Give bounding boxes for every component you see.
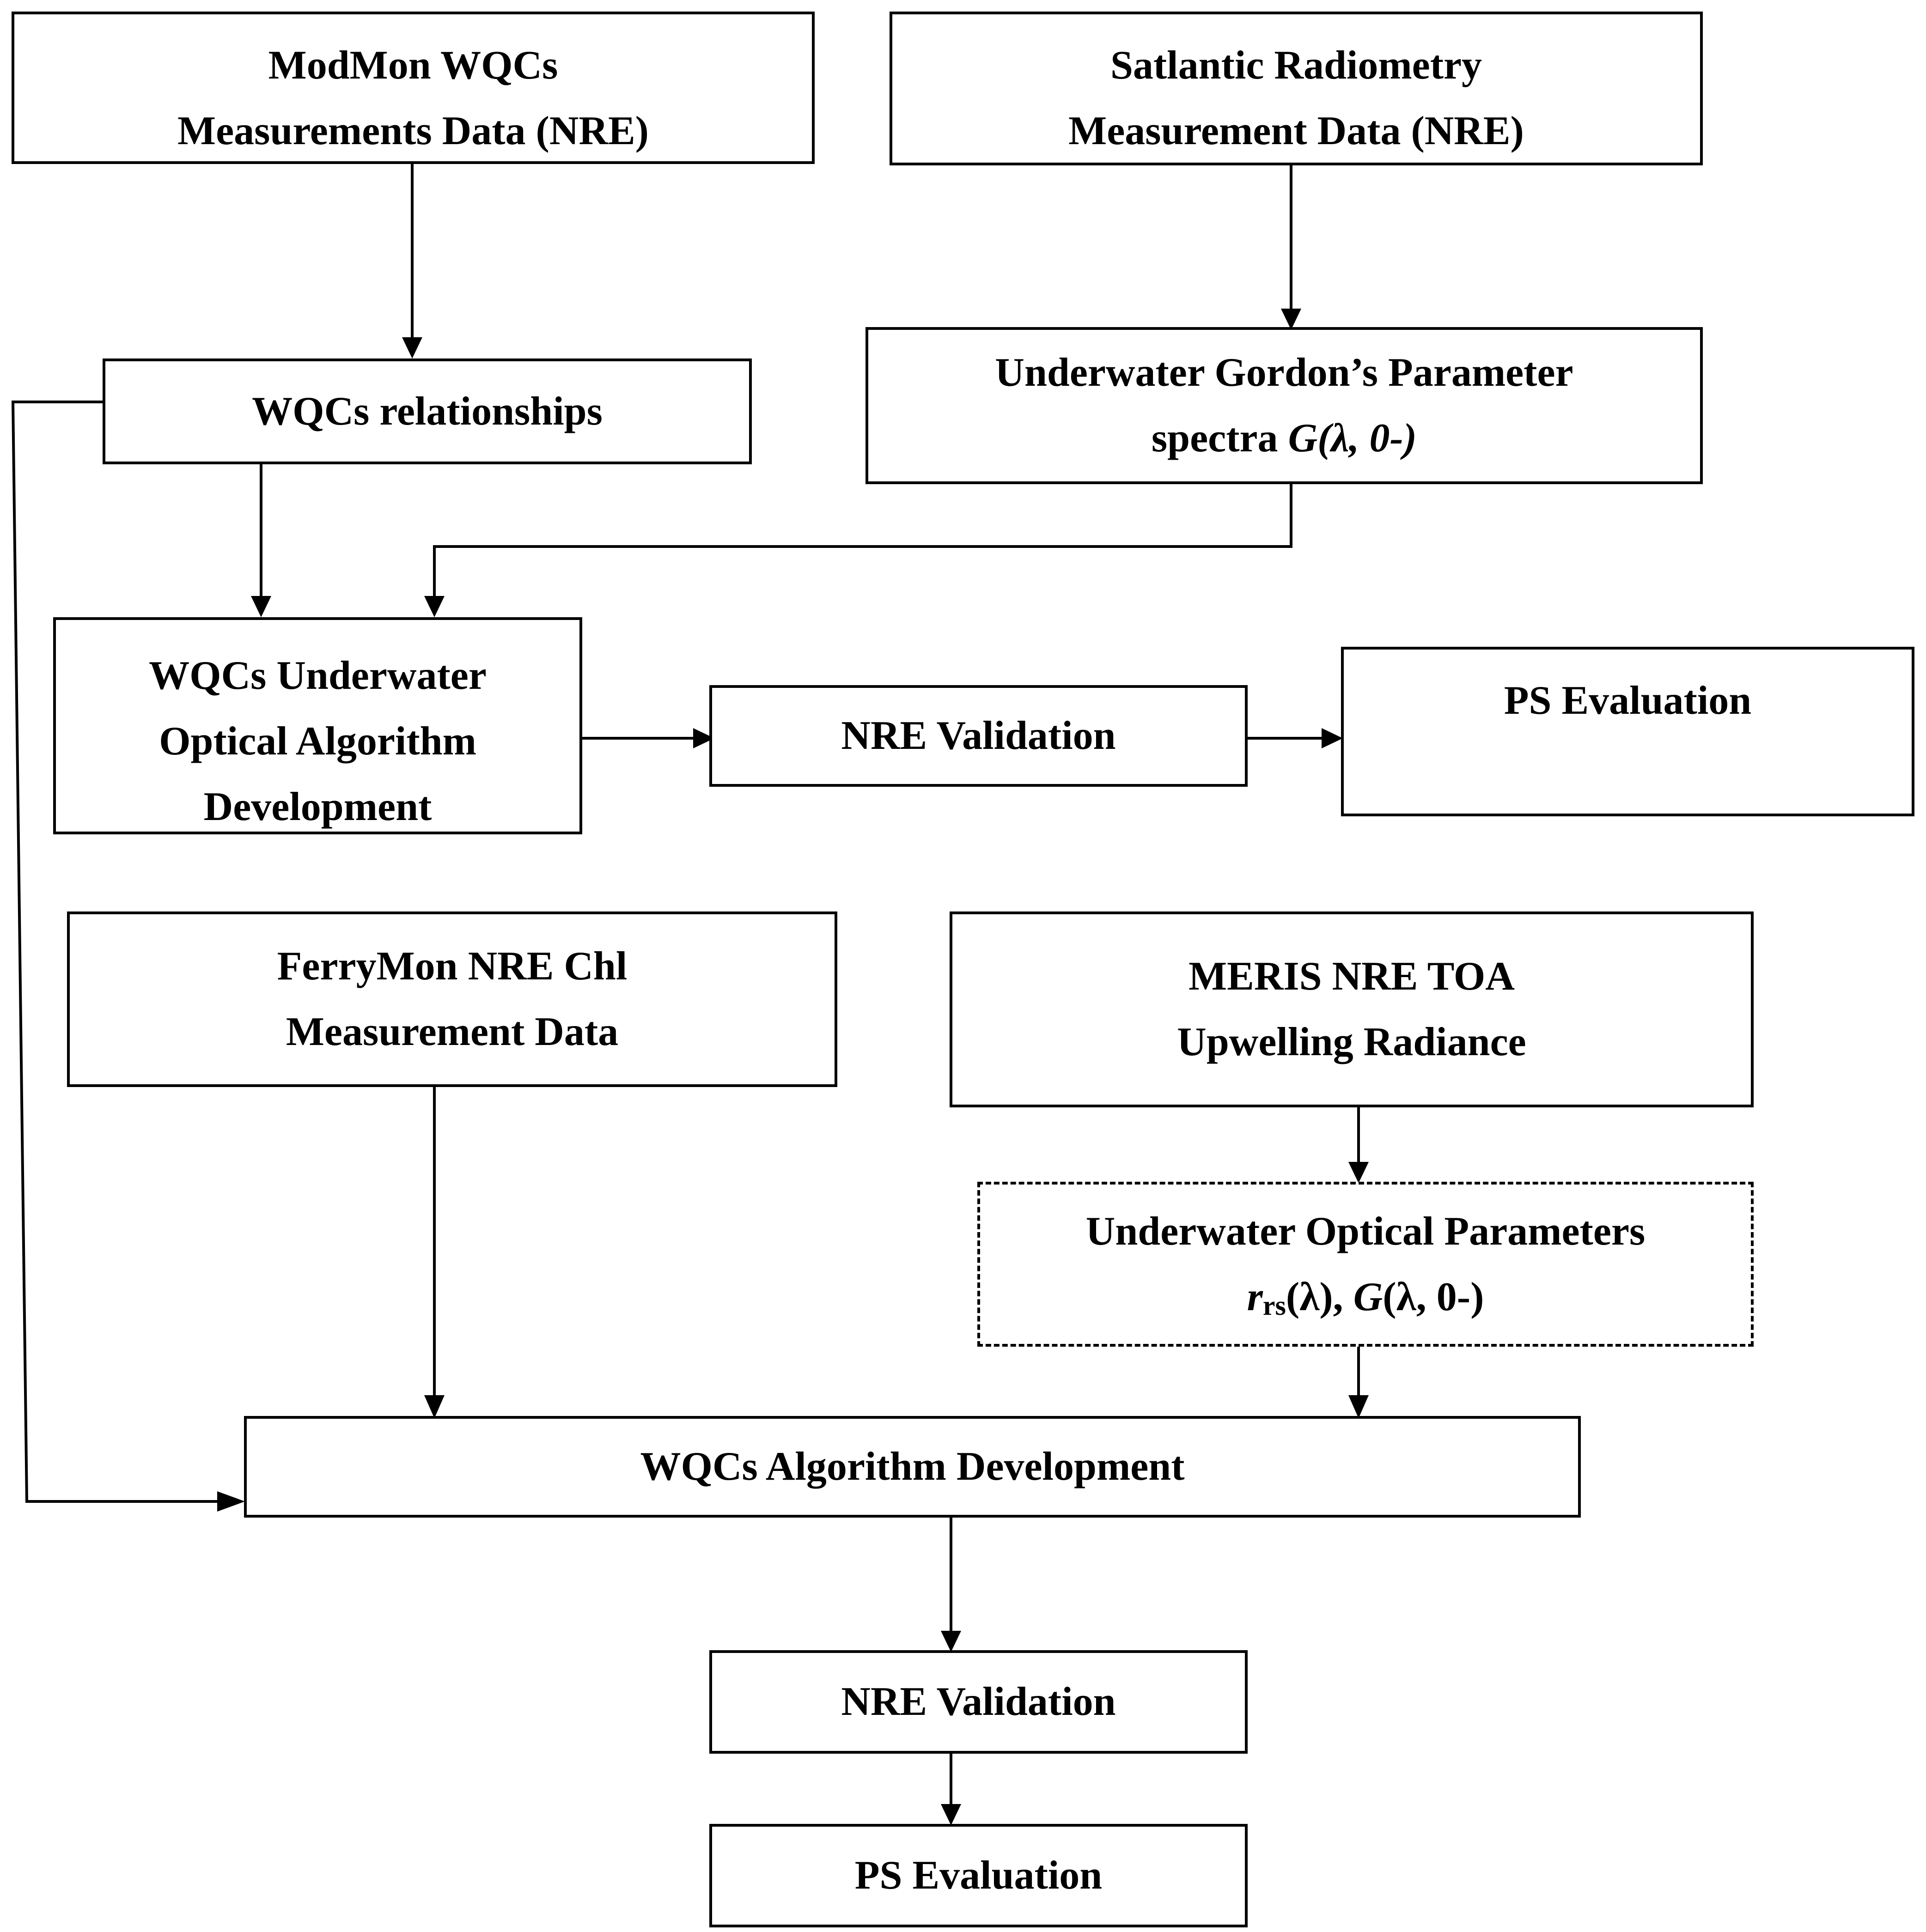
underwater-optical-parameters-node: Underwater Optical Parameters rrs(λ), G(… (977, 1182, 1754, 1347)
arrowhead (941, 1804, 961, 1825)
ps-evaluation-node: PS Evaluation (1341, 647, 1914, 816)
node-label: Underwater Gordon’s Parameter (995, 350, 1573, 395)
node-label: PS Evaluation (854, 1853, 1103, 1898)
wqcs-relationships-node: WQCs relationships (103, 358, 752, 464)
arrow-gordon-to-underwater-alg (433, 484, 1292, 596)
underwater-optical-algorithm-node: WQCs Underwater Optical Algorithm Develo… (53, 617, 582, 834)
node-label: Measurements Data (NRE) (177, 109, 649, 153)
ps-evaluation-node-2: PS Evaluation (709, 1824, 1248, 1927)
arrow-relationships-to-algorithm-dev (11, 401, 217, 1503)
gordon-symbol: G(λ, 0-) (1288, 416, 1417, 461)
modmon-measurements-node: ModMon WQCs Measurements Data (NRE) (12, 12, 815, 164)
node-label: FerryMon NRE Chl (277, 944, 628, 989)
node-label: WQCs Algorithm Development (640, 1444, 1185, 1489)
arrowhead (1322, 728, 1343, 748)
arrowhead (251, 596, 271, 617)
node-label: WQCs relationships (252, 389, 603, 434)
wqcs-algorithm-development-node: WQCs Algorithm Development (244, 1416, 1581, 1518)
node-label: spectra G(λ, 0-) (1152, 406, 1417, 471)
gordon-parameter-node: Underwater Gordon’s Parameter spectra G(… (865, 327, 1703, 484)
node-label: Measurement Data (286, 1009, 619, 1054)
node-label: NRE Validation (841, 1679, 1116, 1724)
arrowhead (424, 1395, 445, 1418)
rrs-symbol: r (1247, 1274, 1263, 1319)
rrs-subscript: rs (1262, 1290, 1286, 1321)
arrowhead (1348, 1162, 1369, 1183)
arrowhead (217, 1491, 245, 1512)
arrowhead (693, 728, 714, 748)
nre-validation-node-2: NRE Validation (709, 1650, 1248, 1754)
arrowhead (1348, 1395, 1369, 1418)
arrowhead (424, 596, 445, 617)
nre-validation-node: NRE Validation (709, 685, 1248, 787)
satlantic-radiometry-node: Satlantic Radiometry Measurement Data (N… (890, 12, 1703, 165)
node-label: WQCs Underwater (149, 653, 487, 698)
node-label: MERIS NRE TOA (1189, 954, 1515, 999)
node-label: Measurement Data (NRE) (1068, 109, 1524, 153)
node-label-text: spectra (1151, 416, 1288, 461)
node-label: Optical Algorithm (159, 719, 476, 764)
node-label: NRE Validation (841, 713, 1116, 758)
arrowhead (402, 337, 422, 358)
node-label: Underwater Optical Parameters (1085, 1209, 1646, 1254)
node-label: Development (203, 784, 432, 829)
node-label: Upwelling Radiance (1177, 1020, 1526, 1064)
node-label: rrs(λ), G(λ, 0-) (1247, 1264, 1484, 1330)
arrowhead (1281, 309, 1301, 330)
meris-radiance-node: MERIS NRE TOA Upwelling Radiance (950, 911, 1754, 1107)
g-symbol: G (1353, 1274, 1383, 1319)
node-label: ModMon WQCs (268, 43, 558, 88)
arrowhead (941, 1631, 961, 1652)
ferrymon-chl-node: FerryMon NRE Chl Measurement Data (67, 911, 837, 1087)
node-label: Satlantic Radiometry (1110, 43, 1482, 88)
lambda-text-2: (λ, 0-) (1383, 1274, 1484, 1319)
lambda-text: (λ), (1286, 1274, 1353, 1319)
node-label: PS Evaluation (1504, 678, 1752, 723)
